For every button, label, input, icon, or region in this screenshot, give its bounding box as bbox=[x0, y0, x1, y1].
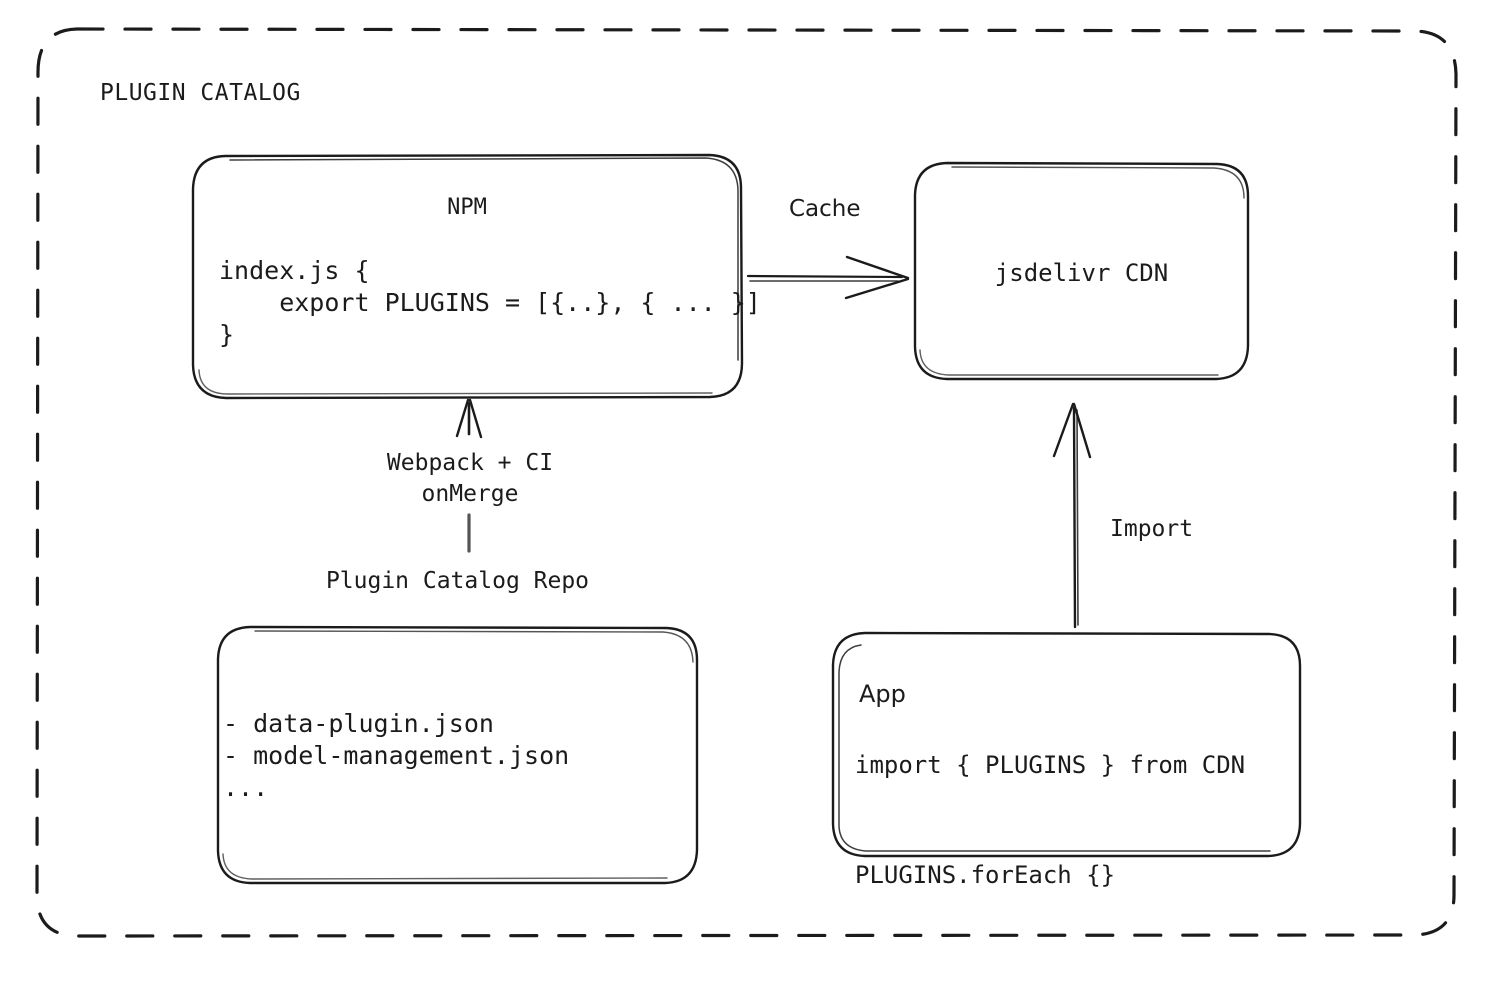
import-arrow-shaft bbox=[1072, 406, 1077, 629]
cache-arrow-head-upper bbox=[845, 255, 910, 280]
cdn-box-outline-sketch bbox=[951, 166, 1245, 199]
import-arrow-shaft-2 bbox=[1076, 409, 1079, 626]
cdn-box-outline-sketch2 bbox=[919, 349, 1219, 376]
repo-box-outline-sketch bbox=[254, 630, 694, 663]
cache-edge-label: Cache bbox=[789, 196, 861, 222]
import-arrow-head-right bbox=[1072, 402, 1092, 459]
npm-node-title: NPM bbox=[447, 195, 487, 220]
import-edge-label: Import bbox=[1110, 516, 1194, 542]
repo-node-file-list: - data-plugin.json - model-management.js… bbox=[223, 709, 570, 802]
cache-arrow-head-lower bbox=[844, 277, 910, 300]
build-edge-label: Webpack + CI onMerge bbox=[386, 450, 554, 507]
repo-box-outline-sketch2 bbox=[222, 853, 668, 880]
app-node-title: App bbox=[859, 680, 906, 708]
repo-node-caption: Plugin Catalog Repo bbox=[325, 568, 590, 594]
group-title: PLUGIN CATALOG bbox=[100, 80, 301, 106]
npm-box-outline-sketch2 bbox=[198, 369, 713, 395]
import-arrow-head-left bbox=[1052, 402, 1075, 458]
build-arrow-head-right bbox=[468, 398, 483, 439]
cache-arrow-shaft bbox=[746, 274, 904, 279]
npm-node-code: index.js { export PLUGINS = [{..}, { ...… bbox=[219, 256, 761, 349]
app-node-code: import { PLUGINS } from CDN PLUGINS.forE… bbox=[855, 751, 1246, 889]
cdn-node-title: jsdelivr CDN bbox=[994, 259, 1169, 287]
build-arrow-head-left bbox=[455, 398, 470, 438]
